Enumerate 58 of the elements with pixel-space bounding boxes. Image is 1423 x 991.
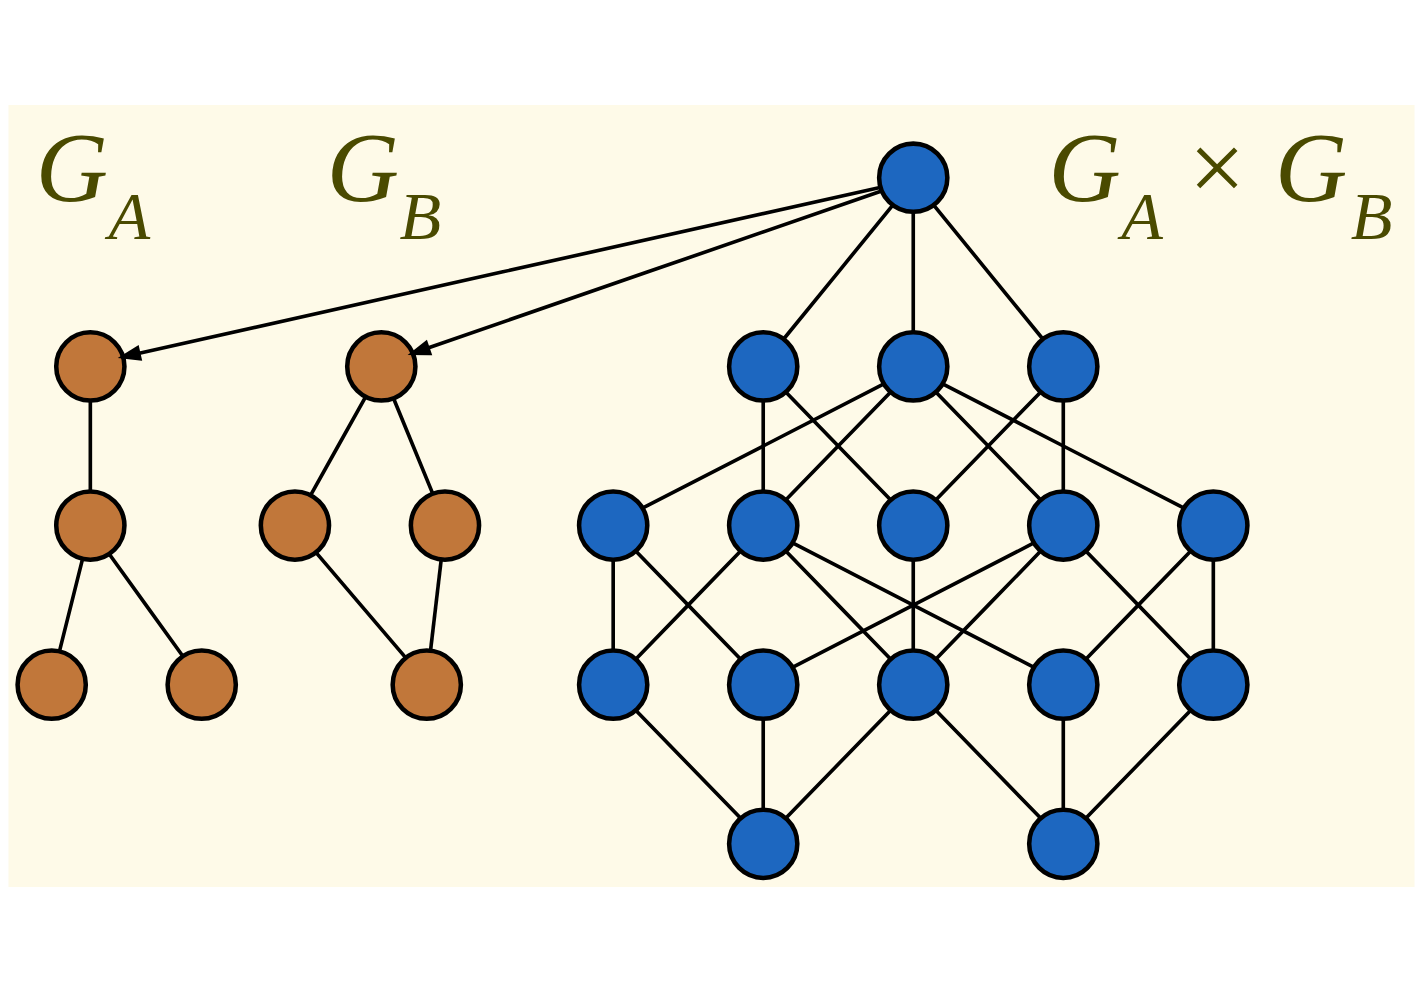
- arrow: [407, 188, 883, 355]
- connector: [309, 395, 368, 496]
- connector: [428, 559, 443, 651]
- node-circle: [344, 329, 418, 403]
- label: G$_{A}$: [35, 111, 151, 254]
- arrow: [117, 185, 881, 361]
- connector: [1061, 718, 1066, 810]
- node-circle: [726, 647, 800, 721]
- connector: [934, 708, 1042, 819]
- connector: [57, 558, 85, 652]
- node-circle: [1026, 806, 1100, 880]
- connector: [1211, 559, 1216, 650]
- node-circle: [390, 647, 464, 721]
- node-circle: [576, 647, 650, 721]
- node-circle: [1026, 488, 1100, 562]
- node-circle: [1176, 647, 1250, 721]
- connector: [642, 381, 885, 510]
- connector: [391, 397, 435, 494]
- connector: [911, 211, 916, 332]
- node-circle: [258, 488, 332, 562]
- label: G$_{B}$: [326, 111, 442, 254]
- connector: [761, 718, 766, 810]
- node-circle: [53, 329, 127, 403]
- node-circle: [726, 329, 800, 403]
- connector: [782, 203, 894, 340]
- connector: [634, 549, 742, 660]
- connector: [911, 559, 916, 650]
- connector: [88, 400, 93, 491]
- connector: [784, 390, 892, 501]
- connector: [784, 708, 892, 819]
- node-circle: [1026, 647, 1100, 721]
- node-circle: [726, 488, 800, 562]
- connector: [107, 552, 184, 657]
- connector: [611, 559, 615, 650]
- connector: [634, 708, 742, 819]
- node-circle: [1026, 329, 1100, 403]
- node-circle: [876, 488, 950, 562]
- connector: [942, 381, 1185, 510]
- connector: [1085, 708, 1192, 819]
- connector: [784, 549, 892, 660]
- node-circle: [876, 329, 950, 403]
- node-circle: [876, 647, 950, 721]
- node-circle: [1176, 488, 1250, 562]
- connector: [934, 390, 1042, 501]
- connector: [932, 203, 1044, 340]
- connector: [1061, 400, 1066, 491]
- node-circle: [576, 488, 650, 562]
- node-circle: [408, 488, 482, 562]
- node-circle: [876, 140, 950, 214]
- label: G$_{A}$ × G$_{B}$: [1048, 111, 1393, 254]
- node-circle: [53, 488, 127, 562]
- node-circle: [165, 647, 239, 721]
- connector: [934, 549, 1042, 660]
- connector: [314, 551, 407, 658]
- node-circle: [15, 647, 89, 721]
- node-circle: [726, 806, 800, 880]
- connector: [761, 400, 766, 491]
- connector: [792, 541, 1035, 669]
